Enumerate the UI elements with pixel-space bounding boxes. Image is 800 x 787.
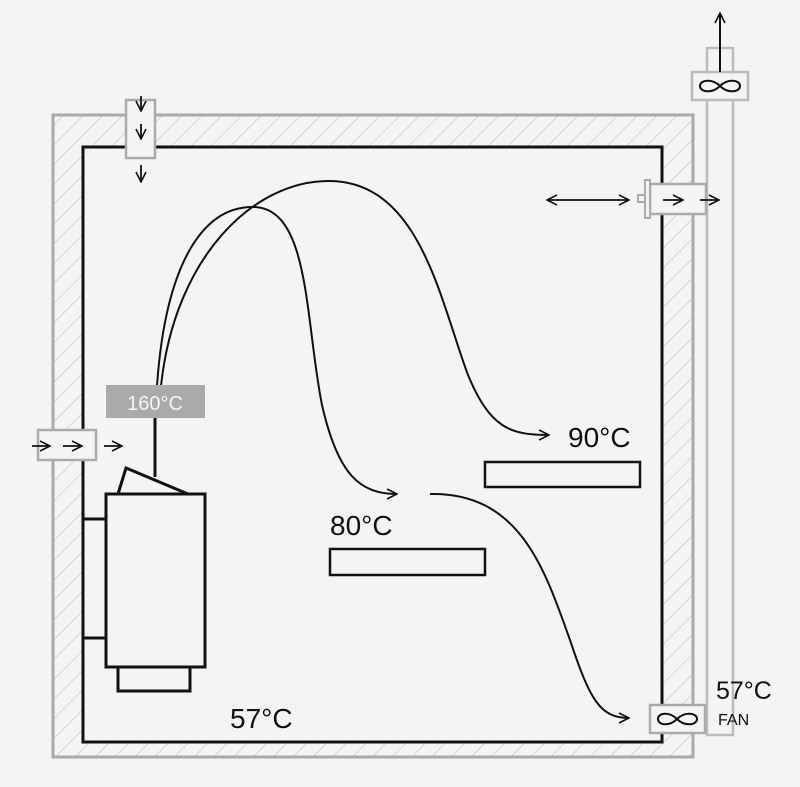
lower-bench-temp: 80°C (330, 510, 393, 541)
airflow-to-lower-bench (156, 205, 397, 494)
adjustable-outlet-vent (547, 179, 719, 219)
fan-icon (656, 712, 699, 726)
upper-bench (483, 460, 642, 489)
heater-temp-badge (106, 385, 205, 418)
airflow-to-fan (429, 492, 629, 718)
airflow-to-upper-bench (160, 179, 549, 435)
top-inlet-vent (124, 96, 157, 182)
airflow-paths (156, 179, 629, 718)
exhaust-duct (690, 13, 750, 737)
exhaust-fan-icon (698, 79, 742, 93)
exhaust-temp: 57°C (716, 677, 772, 705)
floor-temp: 57°C (230, 703, 293, 734)
heater-temp-label: 160°C (127, 393, 183, 415)
fan-label: FAN (718, 712, 749, 729)
sauna-heater (83, 418, 207, 693)
upper-bench-temp: 90°C (568, 422, 631, 453)
exhaust-intake-fan (648, 703, 707, 735)
left-inlet-vent (32, 428, 122, 462)
lower-bench (328, 547, 487, 577)
